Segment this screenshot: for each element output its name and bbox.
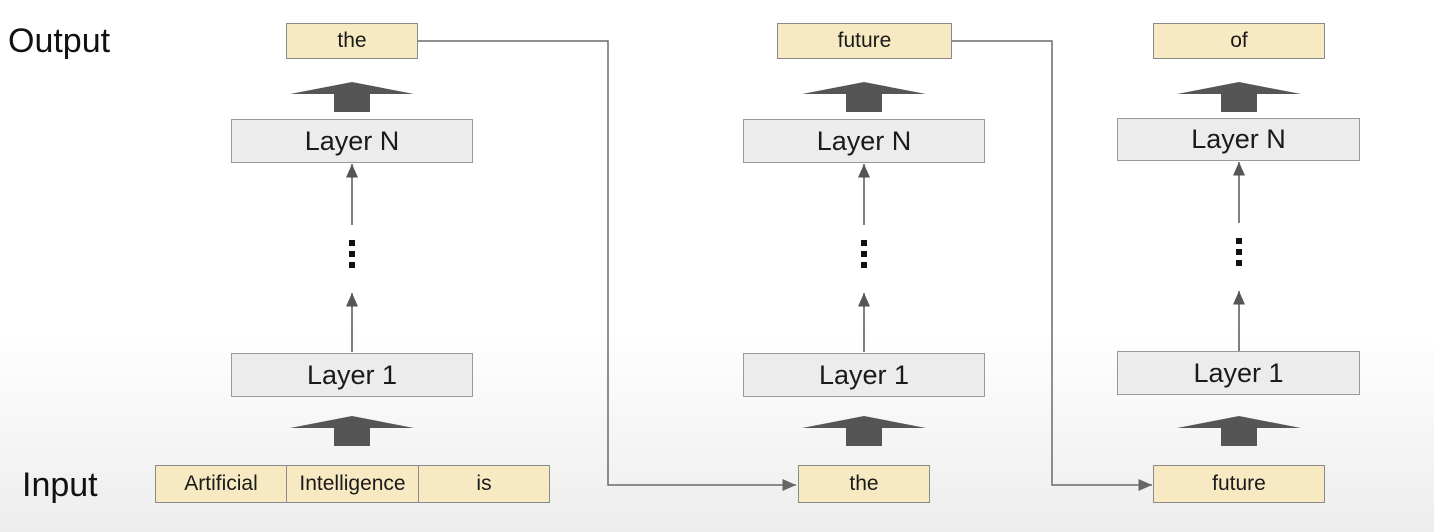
feedback-connector-2 [952, 40, 1152, 491]
layer-1-col3: Layer 1 [1117, 351, 1360, 395]
layer-1-col1: Layer 1 [231, 353, 473, 397]
input-row-label: Input [22, 466, 98, 504]
output-row-label: Output [8, 22, 111, 60]
input-token-col3: future [1153, 465, 1325, 503]
up-arrow-icon [1177, 416, 1301, 446]
vertical-ellipsis-icon [861, 240, 867, 273]
output-token-col2: future [777, 23, 952, 59]
output-token-col3: of [1153, 23, 1325, 59]
up-arrow-icon [1177, 82, 1301, 112]
up-arrow-icon [290, 416, 414, 446]
up-arrow-icon [802, 416, 926, 446]
input-token-artificial: Artificial [155, 465, 287, 503]
output-token-col1: the [286, 23, 418, 59]
up-arrow-icon [802, 82, 926, 112]
vertical-ellipsis-icon [349, 240, 355, 273]
layer-n-col3: Layer N [1117, 118, 1360, 161]
layer-n-col2: Layer N [743, 119, 985, 163]
up-arrow-icon [290, 82, 414, 112]
input-token-col2: the [798, 465, 930, 503]
feedback-connector-1 [418, 40, 796, 491]
input-token-is: is [418, 465, 550, 503]
layer-n-col1: Layer N [231, 119, 473, 163]
vertical-ellipsis-icon [1236, 238, 1242, 271]
input-token-intelligence: Intelligence [286, 465, 419, 503]
layer-1-col2: Layer 1 [743, 353, 985, 397]
